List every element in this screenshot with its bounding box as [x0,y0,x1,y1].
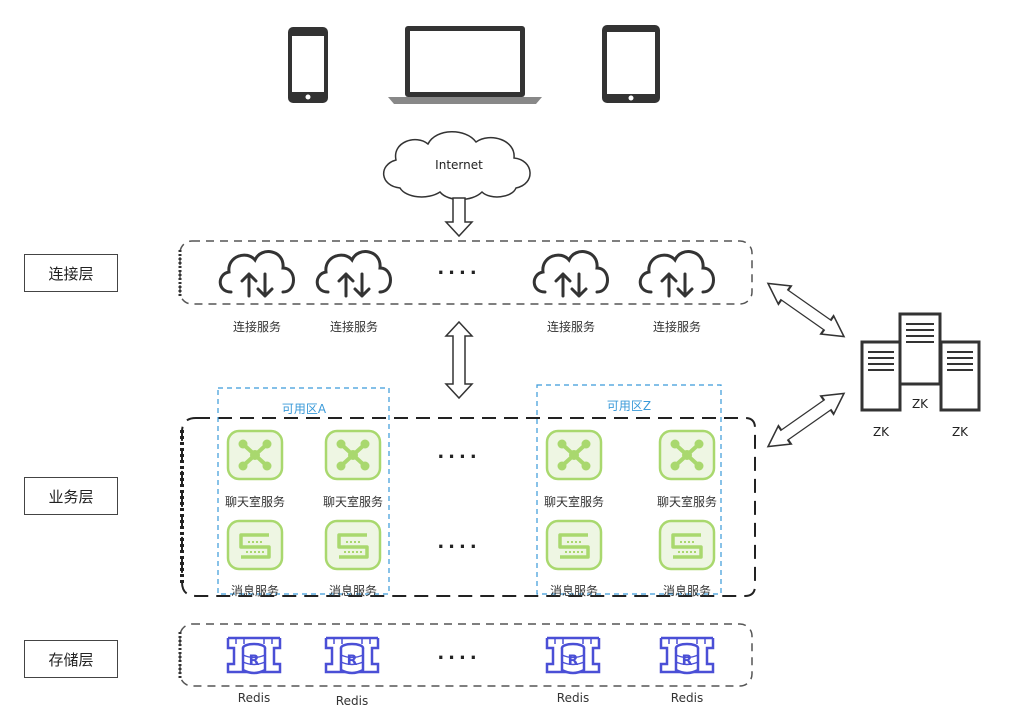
chat-service-label: 聊天室服务 [322,495,384,509]
double-arrow-vertical [444,320,474,400]
down-arrow [444,197,474,238]
cloud-upload-download-icon [218,250,295,298]
redis-label: Redis [237,691,271,705]
ellipsis-connection: .... [437,258,481,279]
redis-database-icon [545,636,601,675]
zk-label: ZK [951,425,969,439]
message-queue-icon [545,519,603,571]
layer-label-connection: 连接层 [24,254,118,292]
zk-label: ZK [911,397,929,411]
business-layer-box [181,417,756,597]
tablet-icon [602,25,660,103]
zk-label: ZK [872,425,890,439]
layer-label-storage: 存储层 [24,640,118,678]
cloud-upload-download-icon [638,250,715,298]
storage-layer-box [179,623,753,687]
server-rack-icon [860,312,981,412]
redis-database-icon [324,636,380,675]
laptop-icon [388,26,542,104]
internet-label: Internet [435,158,483,172]
redis-database-icon [226,636,282,675]
redis-label: Redis [335,694,369,708]
chat-service-label: 聊天室服务 [224,495,286,509]
zone-z-box [536,384,722,595]
message-service-label: 消息服务 [230,584,280,598]
connection-service-label: 连接服务 [546,320,596,334]
redis-database-icon [659,636,715,675]
message-queue-icon [226,519,284,571]
zone-a-label: 可用区A [279,400,329,417]
connection-service-label: 连接服务 [652,320,702,334]
message-service-label: 消息服务 [328,584,378,598]
ellipsis-message: .... [437,532,481,553]
message-queue-icon [324,519,382,571]
smartphone-icon [288,27,328,103]
cloud-upload-download-icon [315,250,392,298]
connection-layer-box [179,240,753,305]
double-arrow-zk-connection [766,282,846,338]
network-hub-icon [226,429,284,481]
zone-z-label: 可用区Z [604,397,654,414]
message-queue-icon [658,519,716,571]
chat-service-label: 聊天室服务 [656,495,718,509]
ellipsis-redis: .... [437,643,481,664]
redis-label: Redis [670,691,704,705]
redis-label: Redis [556,691,590,705]
layer-label-business: 业务层 [24,477,118,515]
network-hub-icon [658,429,716,481]
connection-service-label: 连接服务 [232,320,282,334]
message-service-label: 消息服务 [662,584,712,598]
network-hub-icon [324,429,382,481]
network-hub-icon [545,429,603,481]
message-service-label: 消息服务 [549,584,599,598]
cloud-upload-download-icon [532,250,609,298]
zone-a-box [217,387,390,595]
ellipsis-chat: .... [437,442,481,463]
connection-service-label: 连接服务 [329,320,379,334]
double-arrow-zk-business [766,392,846,448]
chat-service-label: 聊天室服务 [543,495,605,509]
